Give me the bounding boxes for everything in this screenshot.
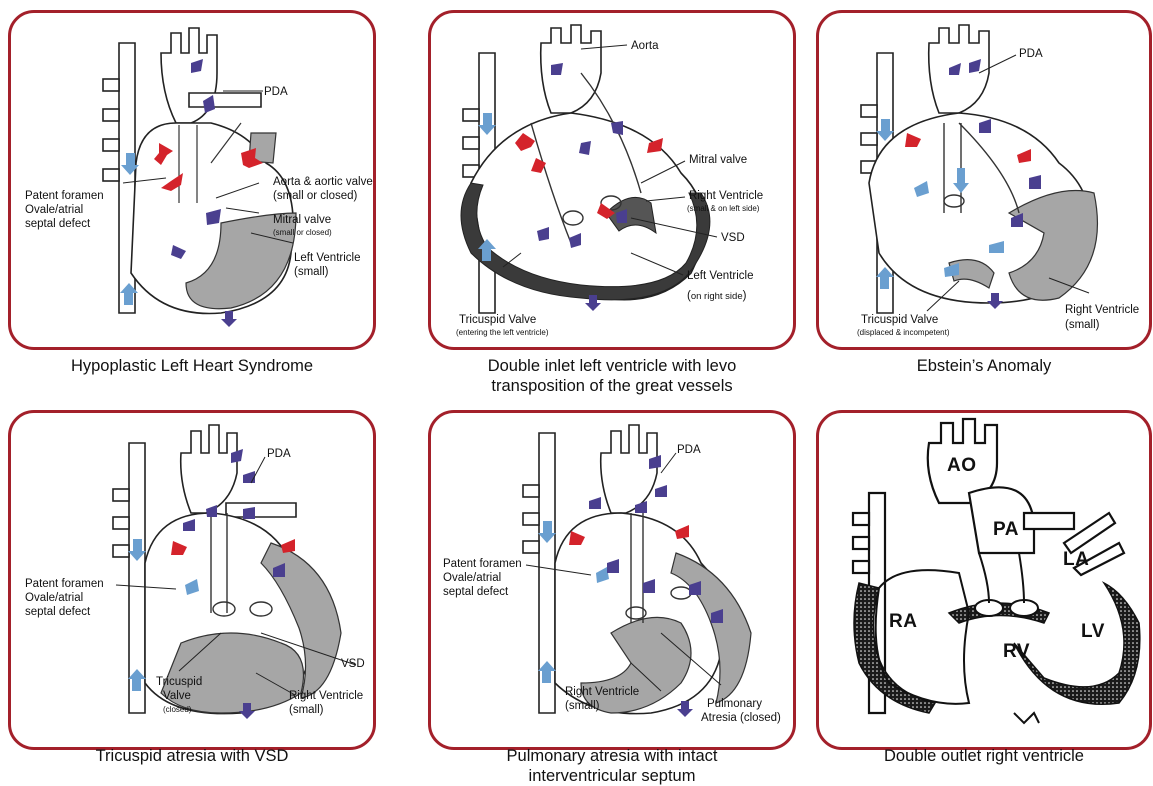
label-lv-line1: Left Ventricle [294, 251, 360, 265]
label-rv-line1: Right Ventricle [565, 685, 639, 699]
label-pfo-line1: Patent foramen [443, 557, 522, 571]
caption-line1: Ebstein’s Anomaly [816, 356, 1152, 376]
label-rv-line2: (small) [565, 699, 600, 713]
label-lv-line2: (small) [294, 265, 329, 279]
label-tricuspid-line2: (entering the left ventricle) [456, 328, 549, 338]
label-lv-line2: (on right side) [687, 286, 746, 304]
caption-line1: Hypoplastic Left Heart Syndrome [8, 356, 376, 376]
label-lv-line1: Left Ventricle [687, 269, 753, 283]
caption-line1: Pulmonary atresia with intact [428, 746, 796, 766]
label-pulmonary-line2: Atresia (closed) [701, 711, 781, 725]
label-mitral-line1: Mitral valve [273, 213, 331, 227]
label-pfo-line3: septal defect [25, 605, 90, 619]
panel-ebstein: PDA Tricuspid Valve (displaced & incompe… [816, 10, 1153, 350]
label-pfo-line1: Patent foramen [25, 577, 104, 591]
label-pfo-line3: septal defect [443, 585, 508, 599]
label-tricuspid-line3: (closed) [163, 705, 191, 715]
label-aorta-line1: Aorta & aortic valve [273, 175, 373, 189]
label-tricuspid-line2: (displaced & incompetent) [857, 328, 950, 338]
caption: Double outlet right ventricle [816, 746, 1152, 766]
label-pda: PDA [1019, 47, 1043, 61]
caption-line1: Tricuspid atresia with VSD [8, 746, 376, 766]
label-aorta: Aorta [631, 39, 659, 53]
label-pda: PDA [264, 85, 288, 99]
caption: Ebstein’s Anomaly [816, 356, 1152, 376]
label-rv: RV [1003, 645, 1030, 659]
label-pfo-line2: Ovale/atrial [443, 571, 501, 585]
label-tricuspid-line1: Tricuspid [156, 675, 202, 689]
label-vsd: VSD [341, 657, 365, 671]
label-rv-line1: Right Ventricle [689, 189, 763, 203]
label-ao: AO [947, 459, 977, 473]
label-mitral-valve: Mitral valve [689, 153, 747, 167]
diagram-card: PDA Patent foramen Ovale/atrial septal d… [8, 10, 376, 350]
label-pfo-line1: Patent foramen [25, 189, 104, 203]
diagram-card: Aorta Mitral valve Right Ventricle (smal… [428, 10, 796, 350]
panel-tricuspid-atresia: PDA Patent foramen Ovale/atrial septal d… [8, 410, 376, 750]
label-pfo-line3: septal defect [25, 217, 90, 231]
label-rv-line1: Right Ventricle [289, 689, 363, 703]
heart-diagram [819, 13, 1149, 347]
caption: Pulmonary atresia with intact interventr… [428, 746, 796, 786]
diagram-card: PDA Patent foramen Ovale/atrial septal d… [8, 410, 376, 750]
label-tricuspid-line1: Tricuspid Valve [459, 313, 536, 327]
panel-hlhs: PDA Patent foramen Ovale/atrial septal d… [8, 10, 376, 350]
panel-pulmonary-atresia: PDA Patent foramen Ovale/atrial septal d… [428, 410, 796, 750]
label-pda: PDA [677, 443, 701, 457]
label-mitral-line2: (small or closed) [273, 228, 332, 238]
panel-dilv: Aorta Mitral valve Right Ventricle (smal… [428, 10, 796, 350]
diagram-card: PDA Tricuspid Valve (displaced & incompe… [816, 10, 1152, 350]
label-rv-line2: (small & on left side) [687, 204, 759, 214]
label-lv: LV [1081, 625, 1105, 639]
label-tricuspid-line1: Tricuspid Valve [861, 313, 938, 327]
label-aorta-line2: (small or closed) [273, 189, 357, 203]
label-pulmonary-line1: Pulmonary [707, 697, 762, 711]
label-vsd: VSD [721, 231, 745, 245]
label-rv-line2: (small) [1065, 318, 1100, 332]
caption-line2: interventricular septum [428, 766, 796, 786]
label-pfo-line2: Ovale/atrial [25, 203, 83, 217]
label-pfo-line2: Ovale/atrial [25, 591, 83, 605]
caption-line1: Double outlet right ventricle [816, 746, 1152, 766]
label-ra: RA [889, 615, 917, 629]
caption: Hypoplastic Left Heart Syndrome [8, 356, 376, 376]
label-rv-line1: Right Ventricle [1065, 303, 1139, 317]
label-tricuspid-line2: Valve [163, 689, 191, 703]
label-pa: PA [993, 523, 1019, 537]
caption-line1: Double inlet left ventricle with levo [428, 356, 796, 376]
panel-dorv: AO PA LA RA RV LV Double outlet right ve… [816, 410, 1153, 750]
diagram-card: AO PA LA RA RV LV [816, 410, 1152, 750]
label-rv-line2: (small) [289, 703, 324, 717]
heart-diagram [819, 413, 1149, 747]
diagram-card: PDA Patent foramen Ovale/atrial septal d… [428, 410, 796, 750]
caption-line2: transposition of the great vessels [428, 376, 796, 396]
label-pda: PDA [267, 447, 291, 461]
caption: Double inlet left ventricle with levo tr… [428, 356, 796, 396]
label-la: LA [1063, 553, 1089, 567]
caption: Tricuspid atresia with VSD [8, 746, 376, 766]
